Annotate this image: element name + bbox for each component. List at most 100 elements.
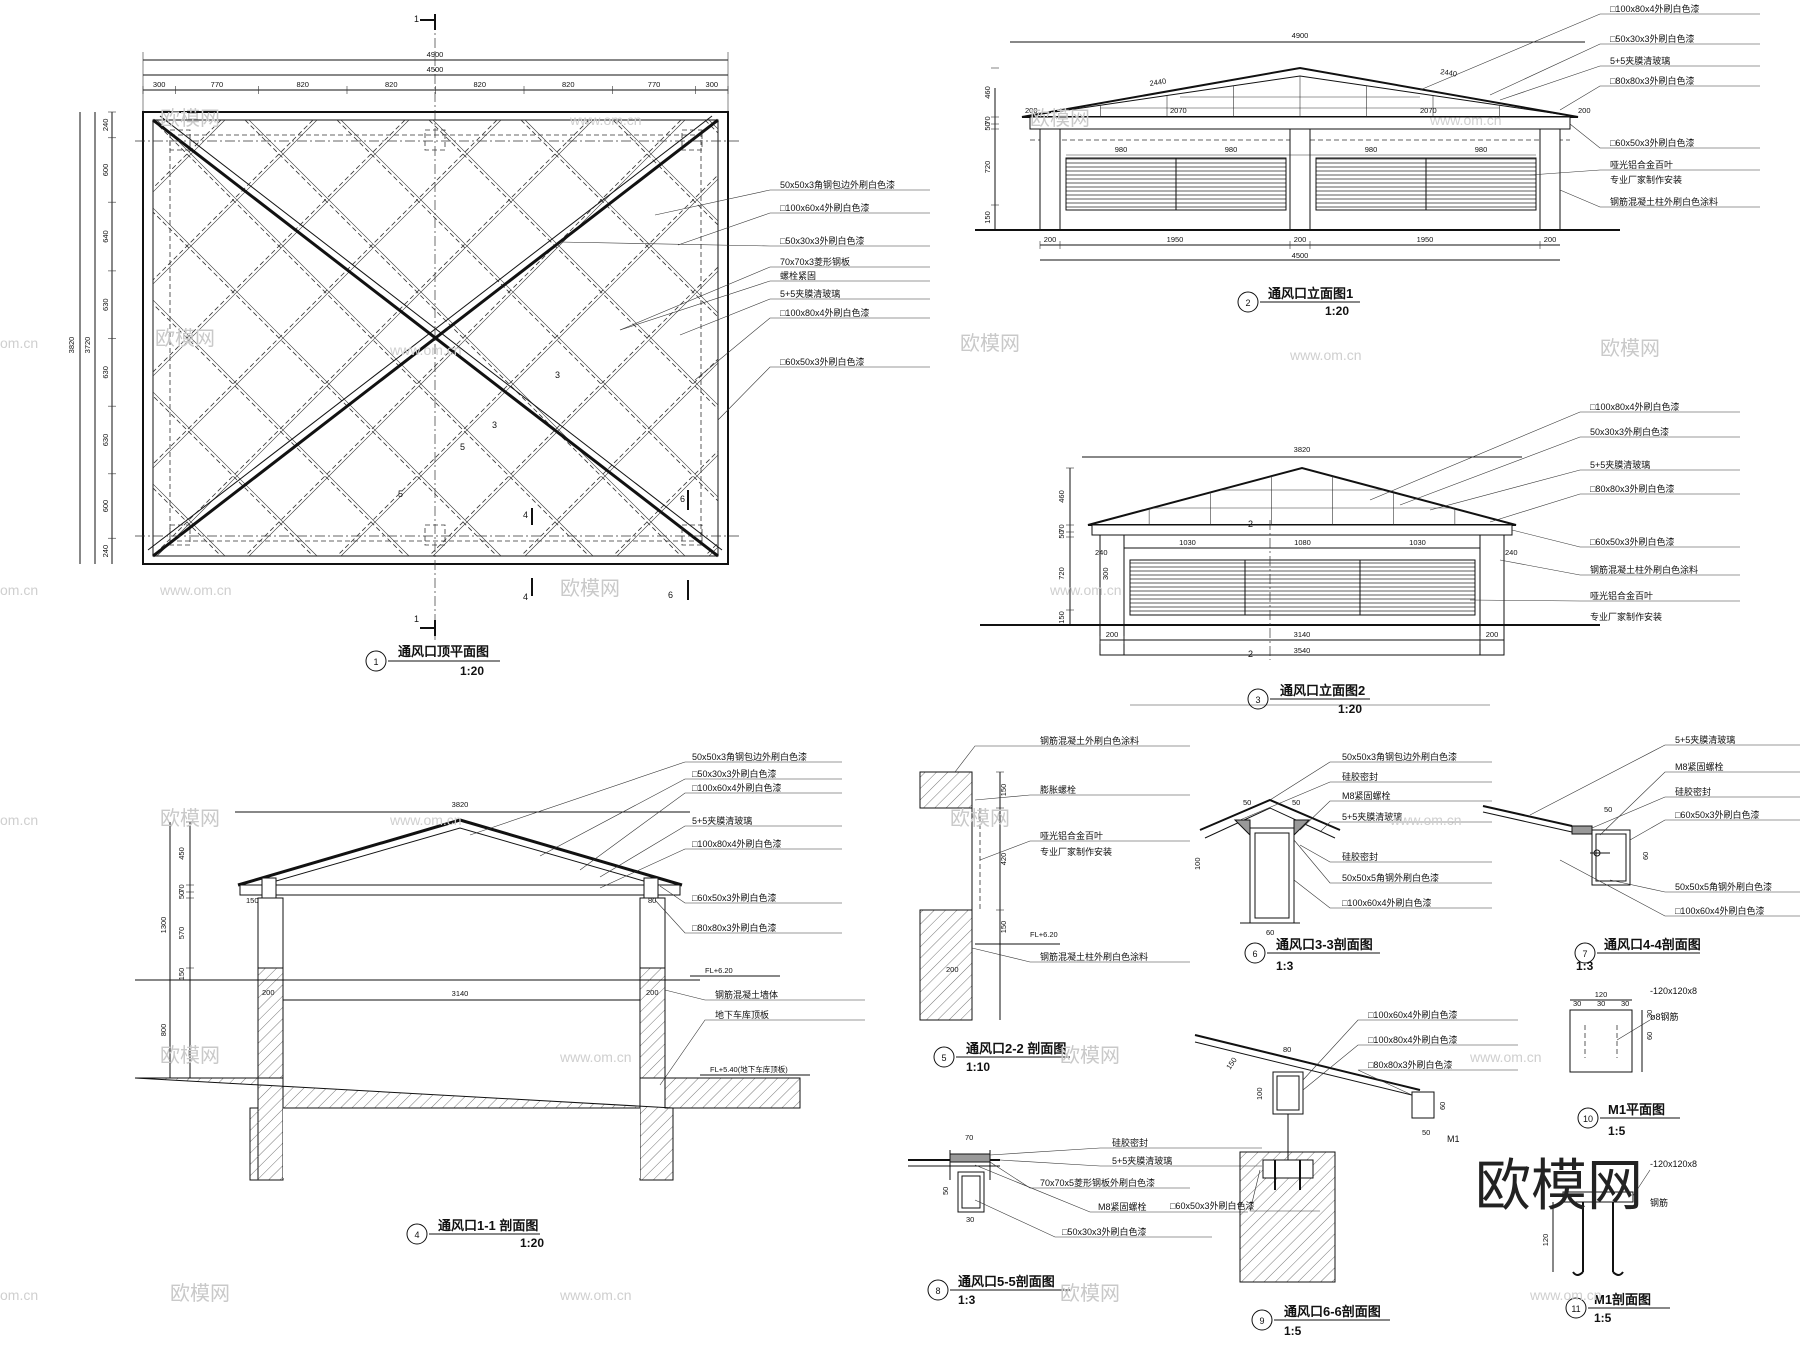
brand-logo: 欧模网 <box>1475 1154 1643 1217</box>
sec66-dim: 50 <box>1422 1128 1430 1137</box>
annotation-label: 钢筋混凝土柱外刷白色涂料 <box>1040 951 1148 962</box>
annotation-label: □100x80x4外刷白色漆 <box>1590 401 1679 412</box>
elev1-dim: 200 <box>1578 106 1591 115</box>
m1plan-dim: 60 <box>1645 1032 1654 1040</box>
cut-mark-6: 6 <box>668 590 673 600</box>
annotation-label: □60x50x3外刷白色漆 <box>1610 137 1694 148</box>
elev1-left-dim: 720 <box>983 161 992 174</box>
elev2-bottom-dim: 200 <box>1106 630 1119 639</box>
elev2-panel-dim: 1030 <box>1409 538 1426 547</box>
plan-top-dim: 820 <box>385 80 398 89</box>
sec33-dim: 50 <box>1243 798 1251 807</box>
plan-side-total: 3820 <box>67 337 76 354</box>
elev1-left-dim: 150 <box>983 211 992 224</box>
view-number: 8 <box>935 1286 940 1296</box>
annotation-label: 50x50x3角钢包边外刷白色漆 <box>780 179 895 190</box>
sec11-small-dim: 150 <box>246 896 259 905</box>
annotation-label: 50x50x3角钢包边外刷白色漆 <box>692 751 807 762</box>
plan-overall-dim: 4900 <box>427 50 444 59</box>
watermark-url: om.cn <box>0 1287 38 1303</box>
sec11-small-dim: 200 <box>262 988 275 997</box>
sec33-annotations: 50x50x3角钢包边外刷白色漆硅胶密封M8紧固螺栓5+5夹膜清玻璃硅胶密封50… <box>1239 751 1492 909</box>
view-number: 9 <box>1259 1316 1264 1326</box>
annotation-label: 专业厂家制作安装 <box>1610 174 1682 185</box>
plan-top-dim: 300 <box>153 80 166 89</box>
plan-top-dim: 770 <box>211 80 224 89</box>
annotation-label: □50x30x3外刷白色漆 <box>1610 33 1694 44</box>
plan-side-dim: 600 <box>101 500 110 513</box>
annotation-label: □80x80x3外刷白色漆 <box>692 922 776 933</box>
annotation-label: 地下车库顶板 <box>715 1009 769 1020</box>
watermark-url: www.om.cn <box>569 112 642 128</box>
view-title: 通风口顶平面图 <box>398 644 489 659</box>
elev1-bottom-dim: 1950 <box>1167 235 1184 244</box>
view-scale: 1:5 <box>1284 1324 1302 1338</box>
elev1-bottom-dim: 200 <box>1044 235 1057 244</box>
sec11-small-dim: 200 <box>646 988 659 997</box>
annotation-label: 膨胀螺栓 <box>1040 784 1076 795</box>
annotation-label: 70x70x5菱形钢板外刷白色漆 <box>1040 1177 1155 1188</box>
elev2-left-dim: 150 <box>1057 611 1066 624</box>
plan-side-total: 3720 <box>83 337 92 354</box>
sec55-dim: 50 <box>941 1187 950 1195</box>
annotation-label: M8紧固螺栓 <box>1342 790 1391 801</box>
sec33-dim: 100 <box>1193 857 1202 870</box>
watermark-text: 欧模网 <box>160 1044 220 1067</box>
annotation-label: □100x60x4外刷白色漆 <box>1342 897 1431 908</box>
elev1-dim: 2070 <box>1420 106 1437 115</box>
sec55-dim: 30 <box>966 1215 974 1224</box>
sec44-annotations: 5+5夹膜清玻璃M8紧固螺栓硅胶密封□60x50x3外刷白色漆50x50x5角钢… <box>1529 734 1800 917</box>
view-scale: 1:10 <box>966 1060 990 1074</box>
annotation-label: 50x50x3角钢包边外刷白色漆 <box>1342 751 1457 762</box>
view-scale: 1:20 <box>520 1236 544 1250</box>
annotation-label: 5+5夹膜清玻璃 <box>1342 811 1402 822</box>
annotation-label: □50x30x3外刷白色漆 <box>1062 1226 1146 1237</box>
plan-cut-marks: 1 1 3 3 4 4 5 5 6 6 <box>398 14 689 636</box>
annotation-label: 50x50x5角钢外刷白色漆 <box>1342 872 1439 883</box>
sec55-dim: 70 <box>965 1133 973 1142</box>
annotation-label: 钢筋混凝土墙体 <box>715 989 778 1000</box>
m1plan-dim: 120 <box>1595 990 1608 999</box>
annotation-label: 哑光铝合金百叶 <box>1040 830 1103 841</box>
annotation-label: 5+5夹膜清玻璃 <box>1610 55 1670 66</box>
cut-mark-1: 1 <box>414 14 419 24</box>
elev1-bottom-dim: 200 <box>1544 235 1557 244</box>
sec66-dim: 100 <box>1255 1087 1264 1100</box>
view-title: 通风口6-6剖面图 <box>1284 1304 1381 1319</box>
annotation-label: 螺栓紧固 <box>780 270 816 281</box>
annotation-label: 5+5夹膜清玻璃 <box>1675 734 1735 745</box>
watermark-text: 欧模网 <box>155 327 215 350</box>
sec11-small-dim: 80 <box>648 896 656 905</box>
level-mark: FL+6.20 <box>705 966 733 975</box>
plan-top-dim: 300 <box>706 80 719 89</box>
elev1-total: 4500 <box>1292 251 1309 260</box>
annotation-label: □60x50x3外刷白色漆 <box>780 356 864 367</box>
watermark-url: www.om.cn <box>1389 812 1462 828</box>
level-mark: FL+6.20 <box>1030 930 1058 939</box>
m1-plate-note: -120x120x8 <box>1650 1159 1697 1169</box>
elev2-panel-dim: 1030 <box>1179 538 1196 547</box>
view-title: 通风口1-1 剖面图 <box>438 1218 538 1233</box>
elev1-left-dim: 50 <box>983 122 992 130</box>
watermark-url: www.om.cn <box>559 1287 632 1303</box>
annotation-label: □100x80x4外刷白色漆 <box>1610 3 1699 14</box>
elev1-panel-dim: 980 <box>1365 145 1378 154</box>
sec11-left-dim: 50 <box>177 891 186 899</box>
cut-mark-4: 4 <box>523 592 528 602</box>
plan-side-dim: 240 <box>101 119 110 132</box>
sec66-annotations: □100x60x4外刷白色漆□100x80x4外刷白色漆□80x80x3外刷白色… <box>1170 1009 1518 1212</box>
annotation-label: 50x30x3外刷白色漆 <box>1590 426 1669 437</box>
elev2-total: 3540 <box>1294 646 1311 655</box>
view-scale: 1:20 <box>1325 304 1349 318</box>
view-title: 通风口4-4剖面图 <box>1604 937 1701 952</box>
